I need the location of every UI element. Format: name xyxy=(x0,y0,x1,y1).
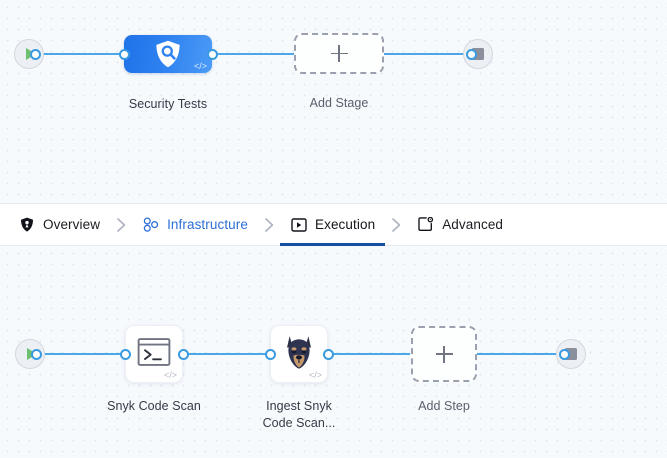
tab-label-execution: Execution xyxy=(315,217,376,232)
port-ingest-in[interactable] xyxy=(265,348,276,360)
step-node-ingest-snyk[interactable]: </> xyxy=(270,325,328,383)
add-step-label: Add Step xyxy=(418,399,470,413)
stage-node-security-tests[interactable]: </> xyxy=(124,35,212,73)
topology-icon xyxy=(142,216,159,233)
step-canvas[interactable]: </> Snyk Code Scan xyxy=(0,246,667,458)
port-step-end-in[interactable] xyxy=(559,348,570,360)
connector-ingest-to-addstep xyxy=(329,353,410,355)
connector-security-to-addstage xyxy=(212,53,305,55)
port-security-in[interactable] xyxy=(119,48,130,60)
port-security-out[interactable] xyxy=(207,48,218,60)
connector-addstep-to-end xyxy=(477,353,564,355)
code-badge: </> xyxy=(193,61,207,71)
add-step-button[interactable] xyxy=(411,326,477,382)
port-end-in[interactable] xyxy=(466,48,477,60)
port-snyk-out[interactable] xyxy=(178,348,189,360)
step-label-ingest-snyk-line2: Code Scan... xyxy=(262,416,336,430)
port-ingest-out[interactable] xyxy=(323,348,334,360)
tab-label-overview: Overview xyxy=(43,217,101,232)
card-gear-icon xyxy=(417,216,434,233)
port-step-start-out[interactable] xyxy=(31,348,42,360)
tab-label-infrastructure: Infrastructure xyxy=(167,217,248,232)
port-snyk-in[interactable] xyxy=(120,348,131,360)
tab-infrastructure[interactable]: Infrastructure xyxy=(138,203,252,246)
play-window-icon xyxy=(290,216,307,233)
code-badge: </> xyxy=(308,370,322,380)
chevron-right-icon xyxy=(379,217,413,233)
tab-execution[interactable]: Execution xyxy=(279,203,386,246)
tab-label-advanced: Advanced xyxy=(442,217,504,232)
step-label-ingest-snyk-line1: Ingest Snyk xyxy=(266,399,332,413)
stage-canvas[interactable]: </> Security Tests Add Stage xyxy=(0,0,667,203)
doberman-icon xyxy=(287,336,311,369)
tab-advanced[interactable]: Advanced xyxy=(413,203,507,246)
connector-start-to-security xyxy=(34,53,130,55)
tab-overview[interactable]: Overview xyxy=(14,203,104,246)
code-badge: </> xyxy=(163,370,177,380)
stage-label-security-tests: Security Tests xyxy=(128,97,208,111)
connector-snyk-to-ingest xyxy=(185,353,277,355)
connector-start-to-snyk xyxy=(36,353,129,355)
pipeline-config-tabs: Overview Infrastructure xyxy=(0,203,667,246)
chevron-right-icon xyxy=(252,217,286,233)
step-label-ingest-snyk: Ingest Snyk Code Scan... xyxy=(234,398,364,432)
add-stage-button[interactable] xyxy=(294,33,384,74)
step-label-snyk-code-scan: Snyk Code Scan xyxy=(107,399,201,413)
connector-addstage-to-end xyxy=(372,53,470,55)
add-stage-label: Add Stage xyxy=(309,96,369,110)
security-shield-scan-icon xyxy=(156,40,180,68)
terminal-icon xyxy=(137,338,171,367)
port-start-out[interactable] xyxy=(30,48,41,60)
shield-icon xyxy=(18,216,35,233)
chevron-right-icon xyxy=(104,217,138,233)
step-node-snyk-code-scan[interactable]: </> xyxy=(125,325,183,383)
